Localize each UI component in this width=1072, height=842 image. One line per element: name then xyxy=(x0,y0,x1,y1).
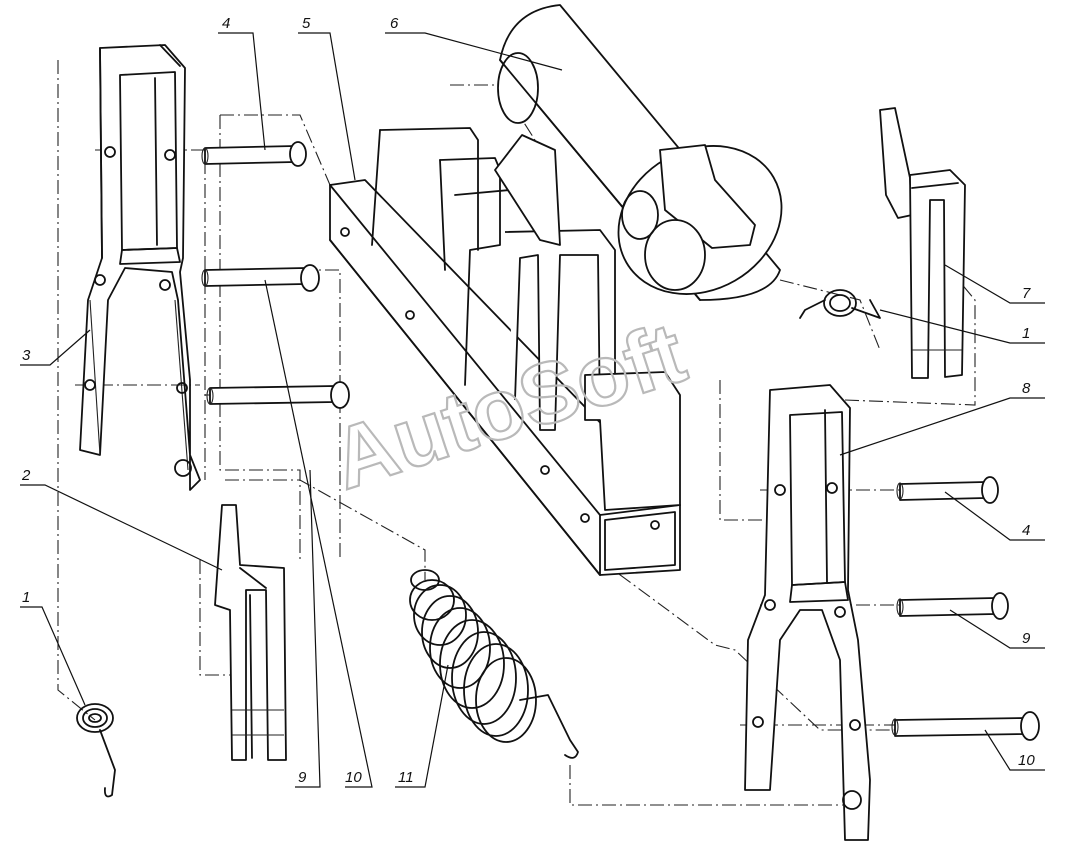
callout-2: 2 xyxy=(21,467,31,484)
callout-4-right: 4 xyxy=(1022,522,1030,539)
part-8-clevis-bracket xyxy=(744,384,871,841)
callout-7: 7 xyxy=(1022,285,1031,302)
callout-9-bottom: 9 xyxy=(298,769,307,786)
callout-labels: 3 2 1 4 5 6 7 1 8 4 9 10 9 10 11 xyxy=(21,15,1035,786)
callout-8: 8 xyxy=(1022,380,1031,397)
part-5-channel-beam xyxy=(329,127,681,576)
part-7-small-bracket xyxy=(879,107,966,379)
leader-lines xyxy=(20,32,1045,788)
callout-3: 3 xyxy=(22,347,31,364)
callout-1-left: 1 xyxy=(22,589,30,606)
callout-6: 6 xyxy=(390,15,399,32)
callout-4-top: 4 xyxy=(222,15,230,32)
part-1-torsion-spring-left xyxy=(76,703,116,798)
right-pins xyxy=(891,476,1040,741)
callout-9-right: 9 xyxy=(1022,630,1031,647)
part-2-small-bracket xyxy=(214,504,287,761)
part-11-coil-spring xyxy=(409,569,579,759)
callout-10-bottom: 10 xyxy=(345,769,362,786)
callout-10-right: 10 xyxy=(1018,752,1035,769)
part-3-clevis-bracket xyxy=(79,44,201,491)
left-pins xyxy=(201,141,350,409)
callout-5: 5 xyxy=(302,15,311,32)
part-1-torsion-spring-right xyxy=(799,289,881,319)
part-6-cylinder-drum xyxy=(497,4,783,301)
callout-11: 11 xyxy=(398,769,414,786)
callout-1-right: 1 xyxy=(1022,325,1030,342)
